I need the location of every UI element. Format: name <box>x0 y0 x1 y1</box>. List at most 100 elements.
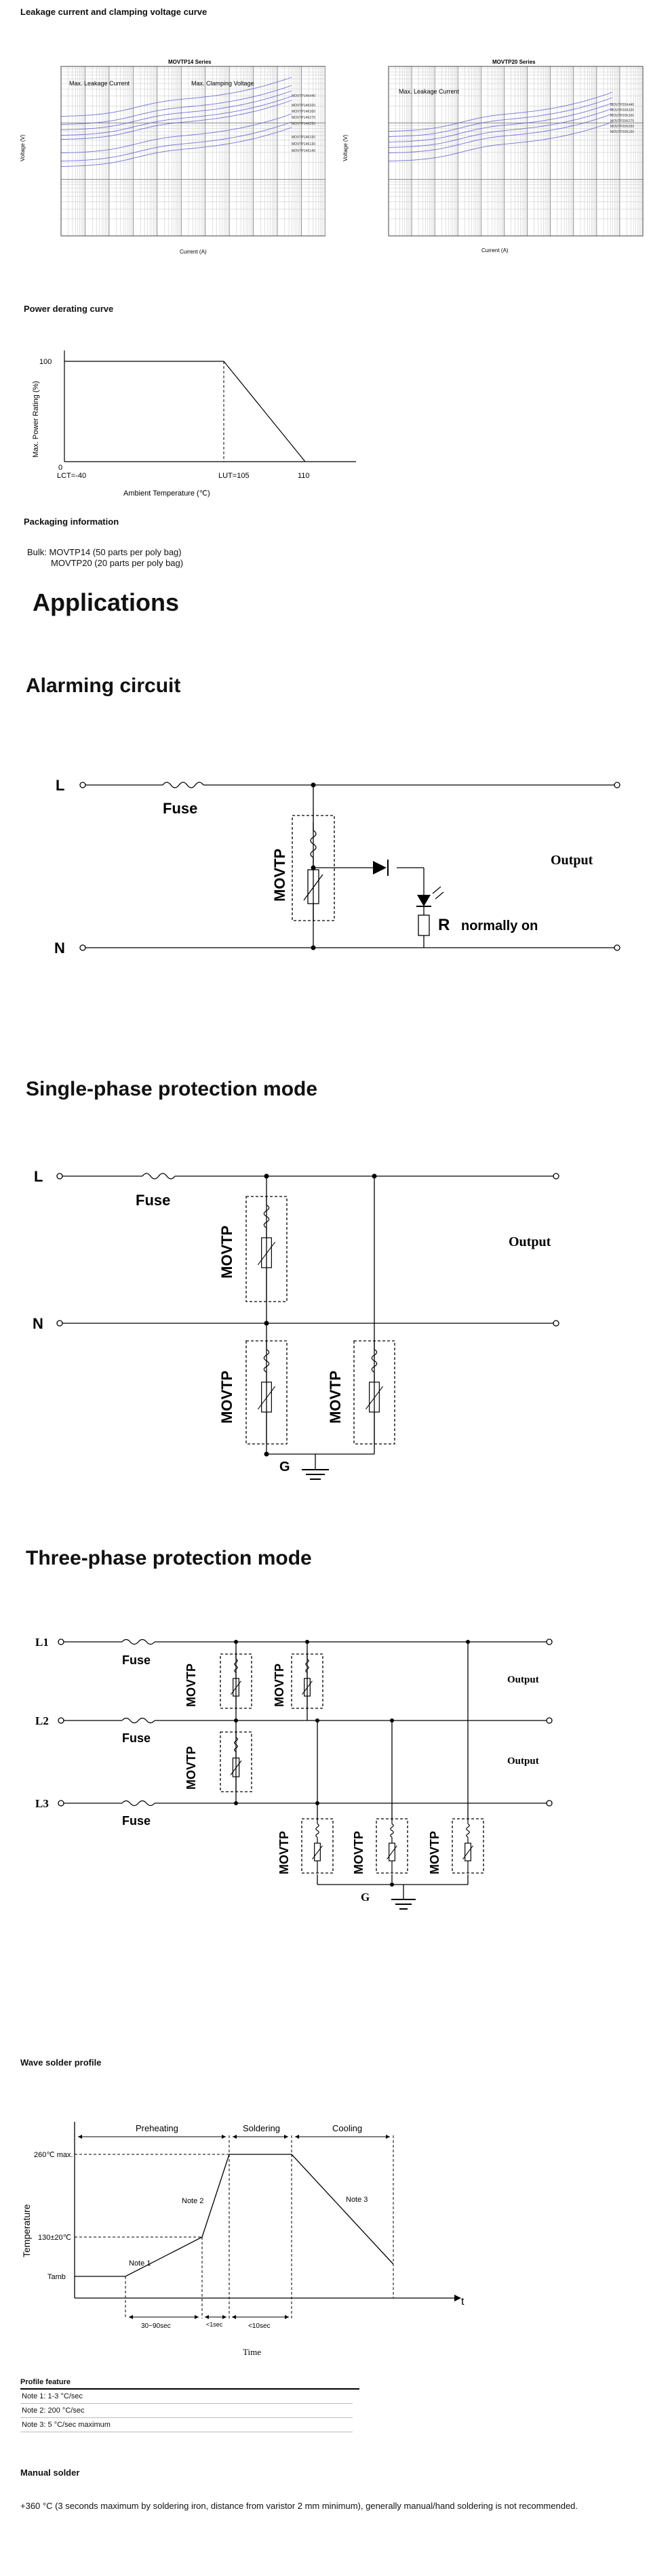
right-leak-label: Max. Leakage Current <box>399 88 460 95</box>
led-icon <box>417 895 431 906</box>
alarming-N-label: N <box>54 940 65 957</box>
alarming-R-label: R <box>438 916 450 934</box>
single-G-label: G <box>279 1460 290 1474</box>
three-fuse-label-3: Fuse <box>122 1814 151 1828</box>
svg-text:MOVTP20K275: MOVTP20K275 <box>610 119 634 123</box>
three-movtp-label-1: MOVTP <box>184 1664 198 1707</box>
three-fuse-label-2: Fuse <box>122 1731 151 1745</box>
axis-end-t: t <box>461 2296 465 2308</box>
three-output-label-2: Output <box>507 1756 539 1767</box>
wave-solder-chart: Preheating Soldering Cooling 260℃ max. 1… <box>21 2122 465 2357</box>
alarming-title: Alarming circuit <box>26 675 181 697</box>
left-xlabel: Current (A) <box>180 249 207 255</box>
left-chart-title: MOVTP14 Series <box>168 60 212 65</box>
profile-note-1: Note 1: 1-3 °C/sec <box>20 2390 353 2404</box>
left-leak-label: Max. Leakage Current <box>69 80 130 87</box>
left-ylabel: Voltage (V) <box>20 134 26 161</box>
three-movtp-label-4: MOVTP <box>277 1831 291 1874</box>
derating-ylabel: Max. Power Rating (%) <box>32 381 40 458</box>
solder-profile-line <box>75 2154 394 2277</box>
derating-slope-segment <box>223 361 306 462</box>
alarming-movtp-label: MOVTP <box>271 849 288 902</box>
single-phase-title: Single-phase protection mode <box>26 1078 318 1100</box>
profile-note-3: Note 3: 5 °C/sec maximum <box>20 2417 353 2432</box>
single-movtp-label-3: MOVTP <box>327 1371 344 1424</box>
diode-icon <box>373 861 387 874</box>
stage-soldering: Soldering <box>243 2123 280 2133</box>
note-3-label: Note 3 <box>346 2196 368 2204</box>
y-tick-130: 130±20℃ <box>38 2234 71 2242</box>
svg-text:MOVTP14K320: MOVTP14K320 <box>292 104 315 108</box>
svg-text:MOVTP14K150: MOVTP14K150 <box>292 136 315 140</box>
derating-chart: 100 0 LCT=-40 LUT=105 110 Ambient Temper… <box>32 350 356 498</box>
right-ylabel: Voltage (V) <box>342 134 349 161</box>
derating-xlabel: Ambient Temperature (℃) <box>123 489 210 498</box>
three-movtp-label-3: MOVTP <box>184 1746 198 1790</box>
alarming-circuit-diagram: L N Fuse MOVTP Output R normally on <box>54 777 620 957</box>
single-fuse-label: Fuse <box>136 1192 170 1209</box>
svg-text:MOVTP14K440: MOVTP14K440 <box>292 94 315 98</box>
derating-y-tick-100: 100 <box>39 358 52 366</box>
three-L2-label: L2 <box>35 1714 49 1727</box>
packaging-line-1: Bulk: MOVTP14 (50 parts per poly bag) <box>27 547 182 557</box>
svg-text:MOVTP14K140: MOVTP14K140 <box>292 149 315 153</box>
profile-feature-title: Profile feature <box>20 2378 359 2390</box>
svg-text:MOVTP14K300: MOVTP14K300 <box>292 110 315 114</box>
single-movtp-label-2: MOVTP <box>218 1371 235 1424</box>
three-fuse-label-1: Fuse <box>122 1653 151 1667</box>
three-movtp-label-5: MOVTP <box>352 1831 366 1874</box>
profile-feature-table: Note 1: 1-3 °C/sec Note 2: 200 °C/sec No… <box>20 2390 353 2432</box>
table-row: Note 3: 5 °C/sec maximum <box>20 2417 353 2432</box>
duration-2: <1sec <box>206 2321 223 2328</box>
wave-solder-title: Wave solder profile <box>20 2057 102 2068</box>
three-L1-label: L1 <box>35 1636 49 1649</box>
note-2-label: Note 2 <box>182 2197 203 2205</box>
manual-solder-text: +360 °C (3 seconds maximum by soldering … <box>20 2501 578 2511</box>
derating-x-tick-lut: LUT=105 <box>218 472 250 480</box>
three-movtp-label-2: MOVTP <box>273 1664 286 1707</box>
svg-text:MOVTP20K150: MOVTP20K150 <box>610 130 634 134</box>
alarming-output-label: Output <box>551 853 593 868</box>
derating-section-title: Power derating curve <box>24 304 114 314</box>
profile-note-2: Note 2: 200 °C/sec <box>20 2403 353 2418</box>
leakage-section-title: Leakage current and clamping voltage cur… <box>20 7 208 17</box>
three-L3-label: L3 <box>35 1797 49 1810</box>
table-row: Note 2: 200 °C/sec <box>20 2403 353 2418</box>
y-tick-260: 260℃ max. <box>34 2151 73 2159</box>
x-axis-time: Time <box>243 2347 261 2357</box>
leakage-chart-left: MOVTP14 Series Max. Leakage Current Max.… <box>20 60 326 255</box>
alarming-fuse-label: Fuse <box>163 800 197 817</box>
svg-text:MOVTP20K300: MOVTP20K300 <box>610 114 634 118</box>
table-row: Note 1: 1-3 °C/sec <box>20 2390 353 2404</box>
svg-text:MOVTP14K250: MOVTP14K250 <box>292 122 315 126</box>
y-tick-tamb: Tamb <box>47 2273 66 2281</box>
alarming-normally-on-label: normally on <box>461 919 538 933</box>
three-G-label: G <box>361 1891 370 1904</box>
three-movtp-label-6: MOVTP <box>428 1831 441 1874</box>
packaging-line-2: MOVTP20 (20 parts per poly bag) <box>51 558 184 568</box>
three-output-label-1: Output <box>507 1674 539 1685</box>
note-1-label: Note 1 <box>129 2259 151 2268</box>
svg-text:MOVTP14K275: MOVTP14K275 <box>292 116 315 120</box>
single-phase-diagram: L N Fuse MOVTP MOVTP MOVTP Output G <box>33 1168 559 1480</box>
svg-text:MOVTP20K250: MOVTP20K250 <box>610 125 634 129</box>
stage-preheating: Preheating <box>136 2123 178 2133</box>
derating-y-tick-0: 0 <box>58 464 62 472</box>
derating-x-tick-110: 110 <box>298 472 310 480</box>
profile-feature-block: Profile feature Note 1: 1-3 °C/sec Note … <box>20 2378 359 2432</box>
derating-x-tick-lct: LCT=-40 <box>57 472 86 480</box>
single-movtp-label-1: MOVTP <box>218 1226 235 1279</box>
duration-3: <10sec <box>248 2322 271 2330</box>
alarming-L-label: L <box>56 777 64 794</box>
packaging-title: Packaging information <box>24 517 119 527</box>
right-xlabel: Current (A) <box>481 247 509 254</box>
single-output-label: Output <box>509 1234 551 1249</box>
three-phase-title: Three-phase protection mode <box>26 1547 312 1569</box>
manual-solder-title: Manual solder <box>20 2468 80 2478</box>
single-N-label: N <box>33 1315 43 1332</box>
duration-1: 30~90sec <box>141 2322 171 2330</box>
svg-text:MOVTP20K320: MOVTP20K320 <box>610 108 634 113</box>
leakage-chart-right: MOVTP20 Series Max. Leakage Current Curr… <box>342 60 644 254</box>
svg-text:MOVTP20K440: MOVTP20K440 <box>610 103 634 107</box>
left-clamp-label: Max. Clamping Voltage <box>191 80 254 87</box>
